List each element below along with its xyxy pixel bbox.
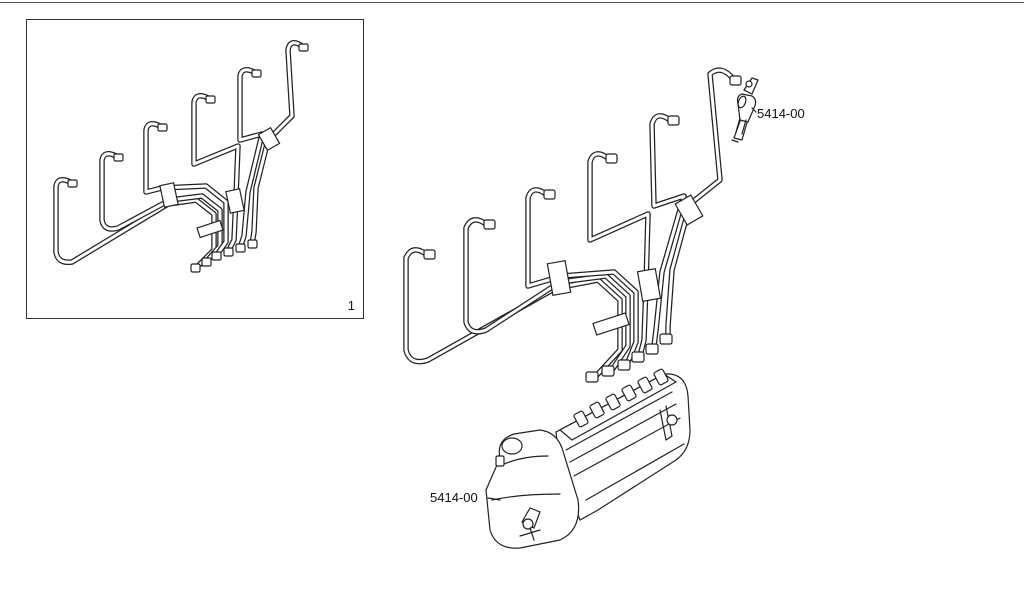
main-pipe-set [403, 67, 742, 383]
inset-pipe-6 [249, 40, 305, 247]
inset-label: 1 [347, 298, 355, 313]
injector-icon [731, 77, 759, 143]
inset-frame: 1 [26, 19, 364, 319]
main-clamps [546, 194, 704, 336]
main-pipe-3 [525, 187, 639, 365]
inset-clamps [159, 126, 281, 239]
main-pipe-4 [587, 151, 651, 359]
delivery-valve-holders [573, 368, 669, 428]
main-fittings [423, 75, 742, 383]
inset-pipe-set [53, 40, 309, 273]
main-pipe-5 [649, 113, 687, 349]
injection-pump-icon [485, 368, 691, 549]
injector-part-callout: 5414-00 [757, 106, 805, 121]
inset-fittings [67, 43, 309, 273]
inset-pipe-1 [53, 177, 217, 271]
callout-leaders [487, 107, 757, 501]
main-pipe-2 [463, 217, 631, 373]
pump-part-callout: 5414-00 [430, 490, 478, 505]
main-pipe-6 [665, 67, 737, 341]
inset-pipe-2 [99, 151, 223, 265]
inset-pipe-5 [237, 67, 265, 251]
inset-pipe-4 [191, 93, 241, 255]
top-rule [0, 2, 1024, 3]
inset-pipe-3 [143, 121, 229, 259]
